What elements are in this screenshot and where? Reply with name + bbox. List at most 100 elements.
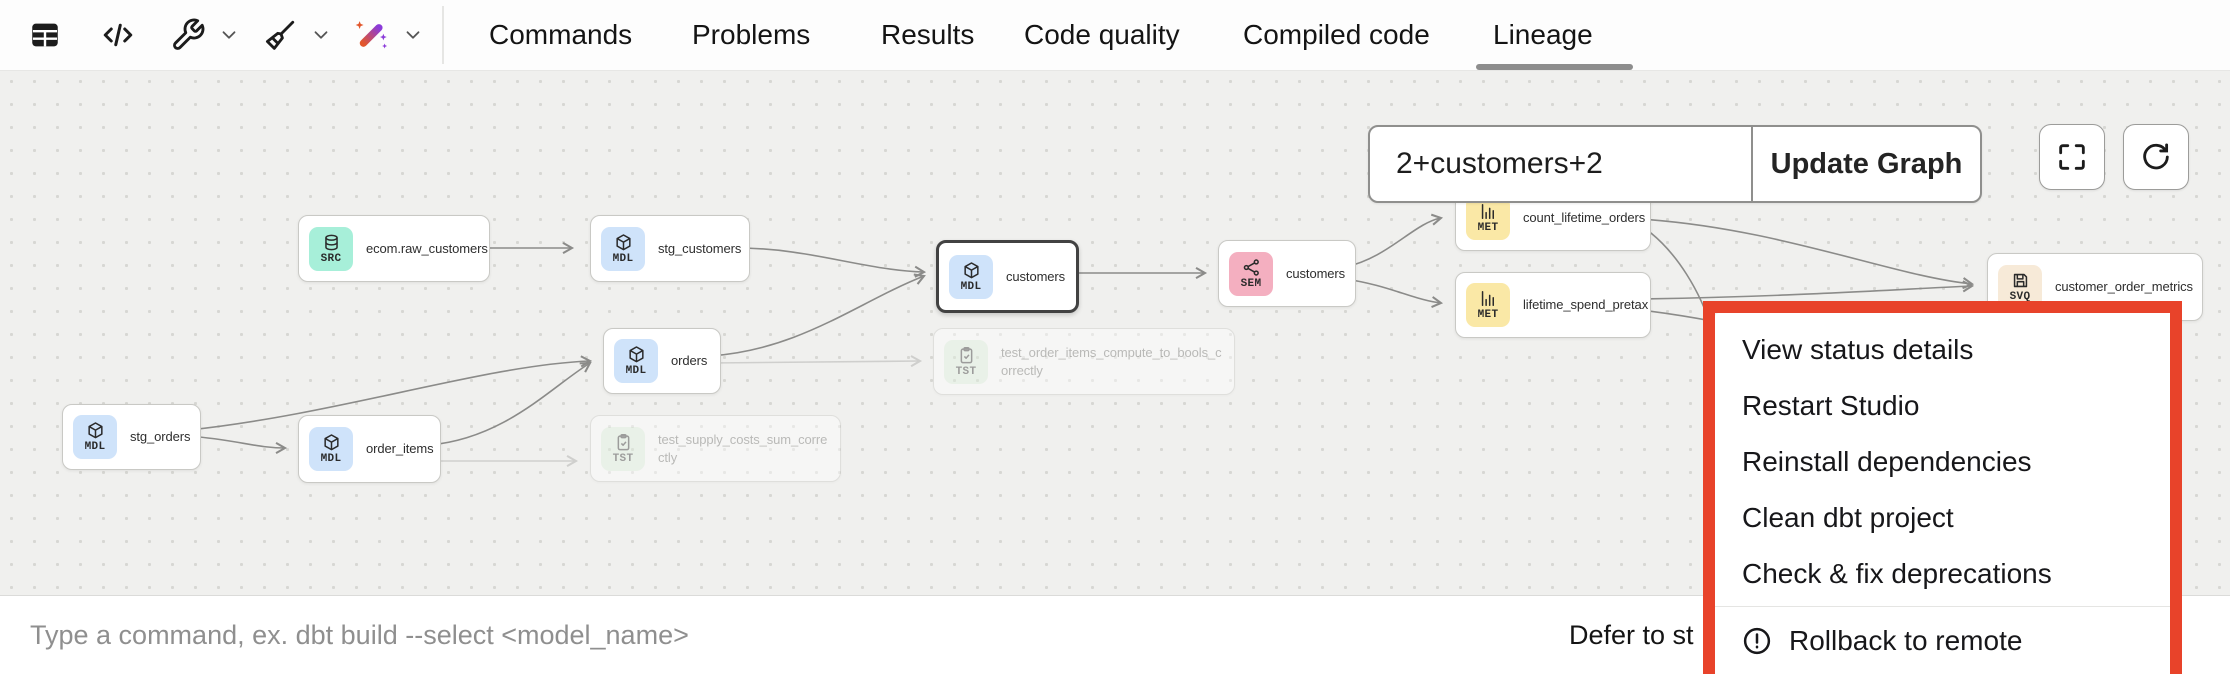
node-type-label: MDL [320,453,342,465]
broom-icon [262,17,298,53]
lineage-node-orders[interactable]: MDL orders [603,328,721,394]
graph-selector-input[interactable]: 2+customers+2 [1396,147,1603,180]
top-toolbar: Commands Problems Results Code quality C… [0,0,2230,71]
node-type-label: SVQ [2009,291,2031,303]
node-label: orders [671,353,708,369]
fullscreen-button[interactable] [2039,124,2105,190]
lineage-node-stg_customers[interactable]: MDL stg_customers [590,215,750,282]
ai-assist-button[interactable] [352,16,424,54]
menu-item-reinstall-dependencies[interactable]: Reinstall dependencies [1742,446,2032,477]
cube-icon [627,345,646,364]
lineage-node-lifetime_spend_pretax[interactable]: MET lifetime_spend_pretax [1455,272,1651,338]
node-type-label: SEM [1240,277,1262,290]
menu-item-check-fix-deprecations[interactable]: Check & fix deprecations [1742,558,2052,589]
tab-compiled-code[interactable]: Compiled code [1243,19,1430,50]
cube-icon [614,233,633,252]
bar-chart-icon [1479,289,1498,308]
edge-lifetime_spend_pretax-to-customer_order_metrics [1639,280,1975,300]
table-view-button[interactable] [28,18,62,52]
build-tools-button[interactable] [170,17,240,53]
edge-stg_orders-to-order_items [188,435,288,455]
edge-customers_sem-to-lifetime_spend_pretax [1344,278,1444,309]
lineage-node-stg_orders[interactable]: MDL stg_orders [62,404,201,470]
node-type-label: MDL [84,441,106,453]
clean-tools-button[interactable] [262,17,332,53]
database-icon [322,233,341,252]
clipboard-check-icon [614,433,633,452]
magic-wand-icon [352,16,390,54]
node-type-badge: TST [944,339,988,384]
node-type-label: MDL [612,252,634,265]
menu-item-clean-dbt-project[interactable]: Clean dbt project [1742,502,1954,533]
lineage-node-order_items[interactable]: MDL order_items [298,415,441,483]
defer-label: Defer to st [1569,620,1694,650]
node-type-badge: MDL [73,415,117,459]
edge-count_lifetime_orders-to-customer_order_metrics [1639,218,1975,290]
node-label: stg_customers [658,240,742,256]
tab-problems[interactable]: Problems [692,19,811,50]
node-label: customers [1006,268,1066,284]
node-type-label: MET [1477,309,1499,321]
node-label: count_lifetime_orders [1523,210,1646,226]
alert-circle-icon [1742,626,1772,656]
chevron-down-icon[interactable] [402,24,424,46]
node-label: order_items [366,441,434,457]
tab-lineage[interactable]: Lineage [1493,19,1593,50]
lineage-node-test_supply[interactable]: TST test_supply_costs_sum_correctly [590,415,841,482]
cube-icon [86,421,105,440]
node-label: customer_order_metrics [2055,279,2193,295]
node-label: stg_orders [130,429,191,445]
menu-divider [1715,606,2170,607]
menu-item-view-status-details[interactable]: View status details [1742,334,1974,365]
node-type-label: TST [955,365,977,378]
node-type-badge: SEM [1229,251,1273,296]
tab-code-quality[interactable]: Code quality [1024,19,1180,50]
selector-divider [1751,127,1753,201]
node-type-badge: MET [1466,196,1510,240]
node-type-badge: MET [1466,283,1510,327]
node-label: test_supply_costs_sum_correctly [658,431,828,465]
clipboard-check-icon [957,346,976,365]
node-label: lifetime_spend_pretax [1523,297,1649,313]
node-type-badge: MDL [309,427,353,471]
menu-item-rollback-to-remote[interactable]: Rollback to remote [1715,611,2170,671]
node-type-label: SRC [320,252,342,265]
edge-stg_orders-to-orders [188,355,593,431]
active-tab-underline [1476,64,1633,70]
code-view-button[interactable] [100,17,136,53]
graph-selector: 2+customers+2 Update Graph [1368,125,1982,203]
code-icon [100,17,136,53]
lineage-node-customers_mdl[interactable]: MDL customers [936,240,1079,313]
lineage-node-customers_sem[interactable]: SEM customers [1218,240,1356,307]
lineage-edges [188,213,1975,468]
save-icon [2011,271,2030,290]
node-label: ecom.raw_customers [366,240,488,256]
refresh-button[interactable] [2123,124,2189,190]
chevron-down-icon[interactable] [218,24,240,46]
refresh-icon [2139,140,2173,174]
tab-results[interactable]: Results [881,19,975,50]
node-type-badge: TST [601,426,645,471]
edge-customers_sem-to-count_lifetime_orders [1344,213,1444,268]
node-type-label: MDL [625,365,647,377]
cube-icon [322,433,341,452]
tab-commands[interactable]: Commands [489,19,633,50]
command-input[interactable]: Type a command, ex. dbt build --select <… [30,620,689,650]
node-type-label: MDL [960,280,982,293]
edge-order_items-to-orders [429,361,592,446]
node-type-badge: MDL [601,226,645,271]
update-graph-button[interactable]: Update Graph [1770,147,1963,180]
lineage-node-raw_customers[interactable]: SRC ecom.raw_customers [298,215,490,282]
menu-item-restart-studio[interactable]: Restart Studio [1742,390,1920,421]
edge-orders-to-customers_mdl [709,273,926,357]
edge-stg_customers-to-customers_mdl [736,247,927,278]
node-label: customers [1286,265,1346,281]
node-type-badge: MDL [949,254,993,299]
chevron-down-icon[interactable] [310,24,332,46]
node-type-label: TST [612,452,634,465]
menu-item-label: Rollback to remote [1789,625,2023,656]
